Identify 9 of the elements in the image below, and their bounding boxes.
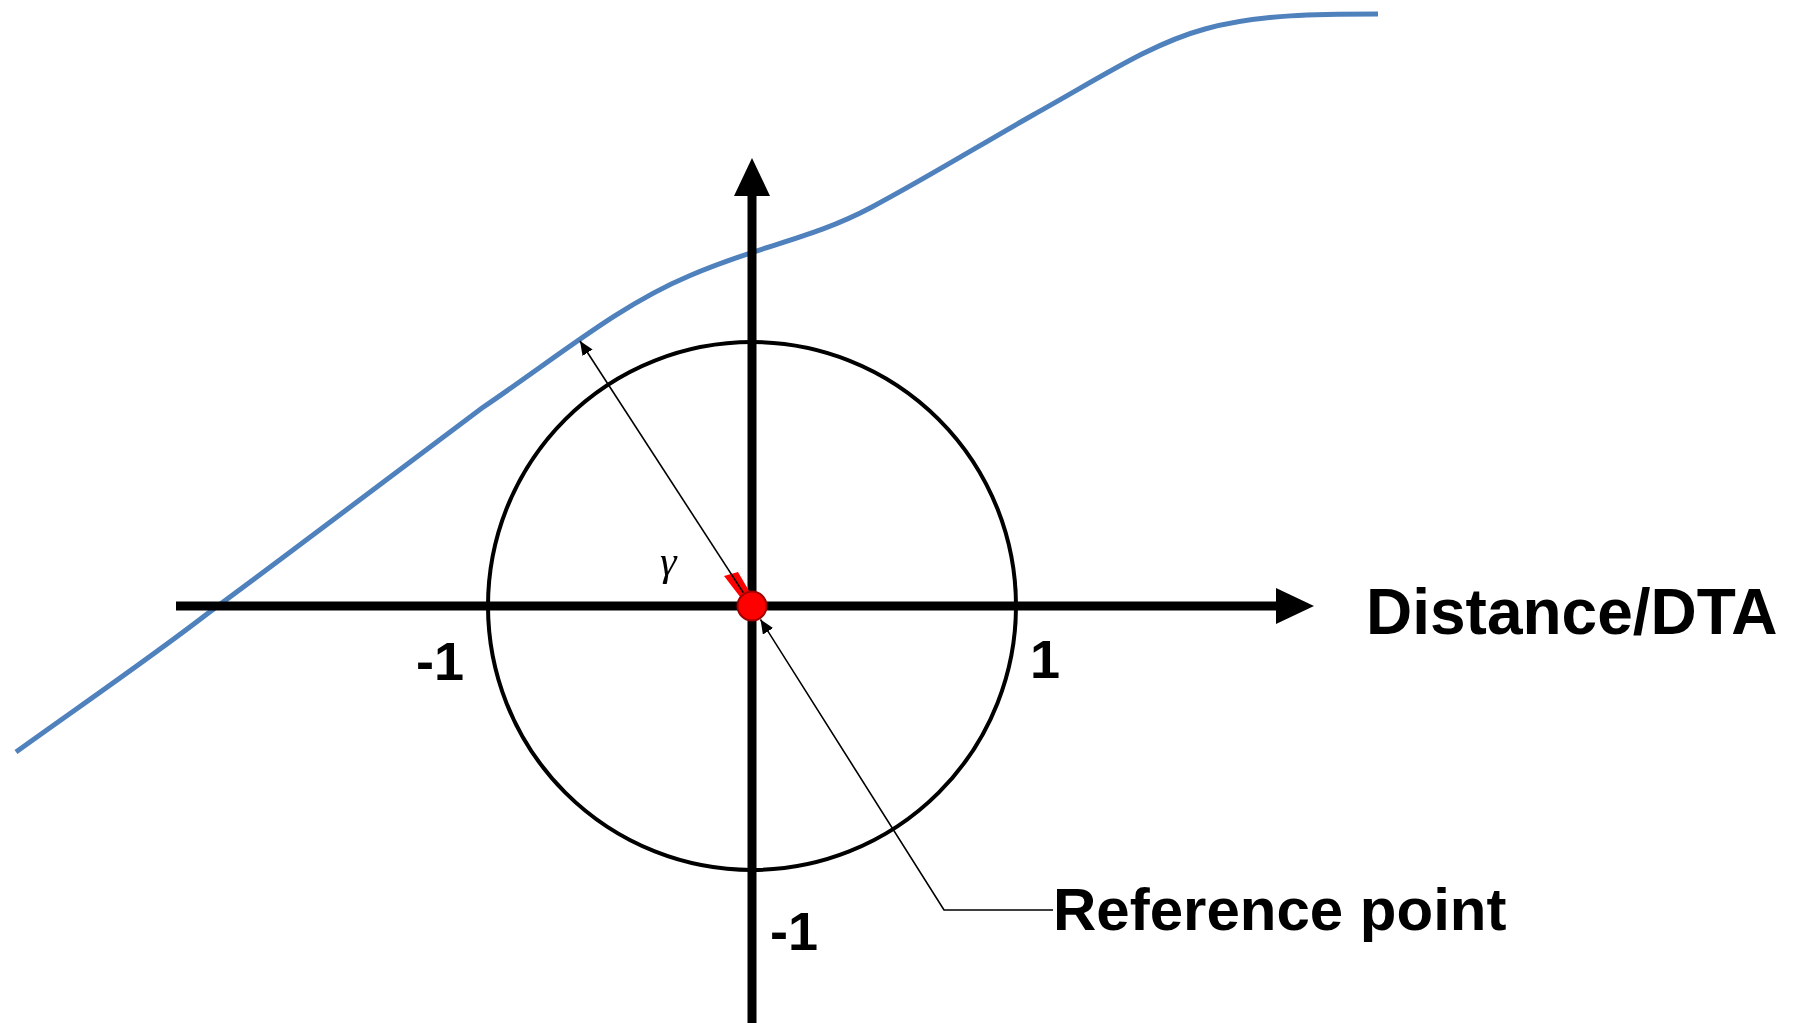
tick-label: -1 bbox=[416, 634, 464, 688]
tick-label: -1 bbox=[770, 904, 818, 958]
edge-label: γ bbox=[660, 540, 677, 582]
leader-line bbox=[759, 618, 1054, 911]
arrow bbox=[579, 340, 745, 594]
tick-label: 1 bbox=[1030, 632, 1061, 686]
callout-label: Reference point bbox=[1053, 880, 1507, 940]
axis-label: Distance/DTA bbox=[1366, 580, 1778, 644]
reference-point-dot bbox=[736, 590, 768, 622]
